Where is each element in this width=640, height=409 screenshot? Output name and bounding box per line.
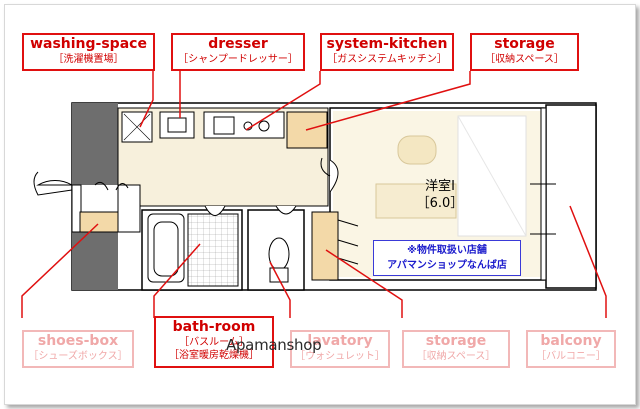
label-washing-space: washing-space ［洗濯機置場］ [22,33,155,71]
label-storage-bottom: storage ［収納スペース］ [402,330,510,368]
label-shoes-box: shoes-box ［シューズボックス］ [22,330,134,368]
wall-block-bottom-left [72,232,118,290]
label-storage-top: storage ［収納スペース］ [470,33,579,71]
room-label: 洋室Ⅰ ［6.0］ [405,178,475,212]
agency-notice: ※物件取扱い店舗 アパマンショップなんば店 [373,240,521,276]
notice-line-1: ※物件取扱い店舗 [407,245,487,256]
room-size: ［6.0］ [416,196,464,211]
storage-bottom-area [311,211,339,281]
wall-block-top-left [72,103,118,185]
label-balcony: balcony ［バルコニー］ [526,330,616,368]
label-lavatory: lavatory ［ウォシュレット］ [290,330,390,368]
label-system-kitchen: system-kitchen ［ガスシステムキッチン］ [320,33,454,71]
notice-line-2: アパマンショップなんば店 [387,260,507,271]
room-name: 洋室Ⅰ [425,179,455,194]
watermark: Apamanshop [226,336,322,354]
balcony-area [545,104,597,289]
shoes-box-area [79,211,119,233]
label-dresser: dresser ［シャンプードレッサー］ [171,33,305,71]
bed [375,183,457,219]
watermark-text: Apamanshop [226,336,322,354]
callout-lines [21,71,607,318]
entrance-gap [71,184,82,233]
label-bath-room: bath-room ［バスルーム］ ［浴室暖房乾燥機］ [154,316,274,368]
cushion [397,135,437,165]
